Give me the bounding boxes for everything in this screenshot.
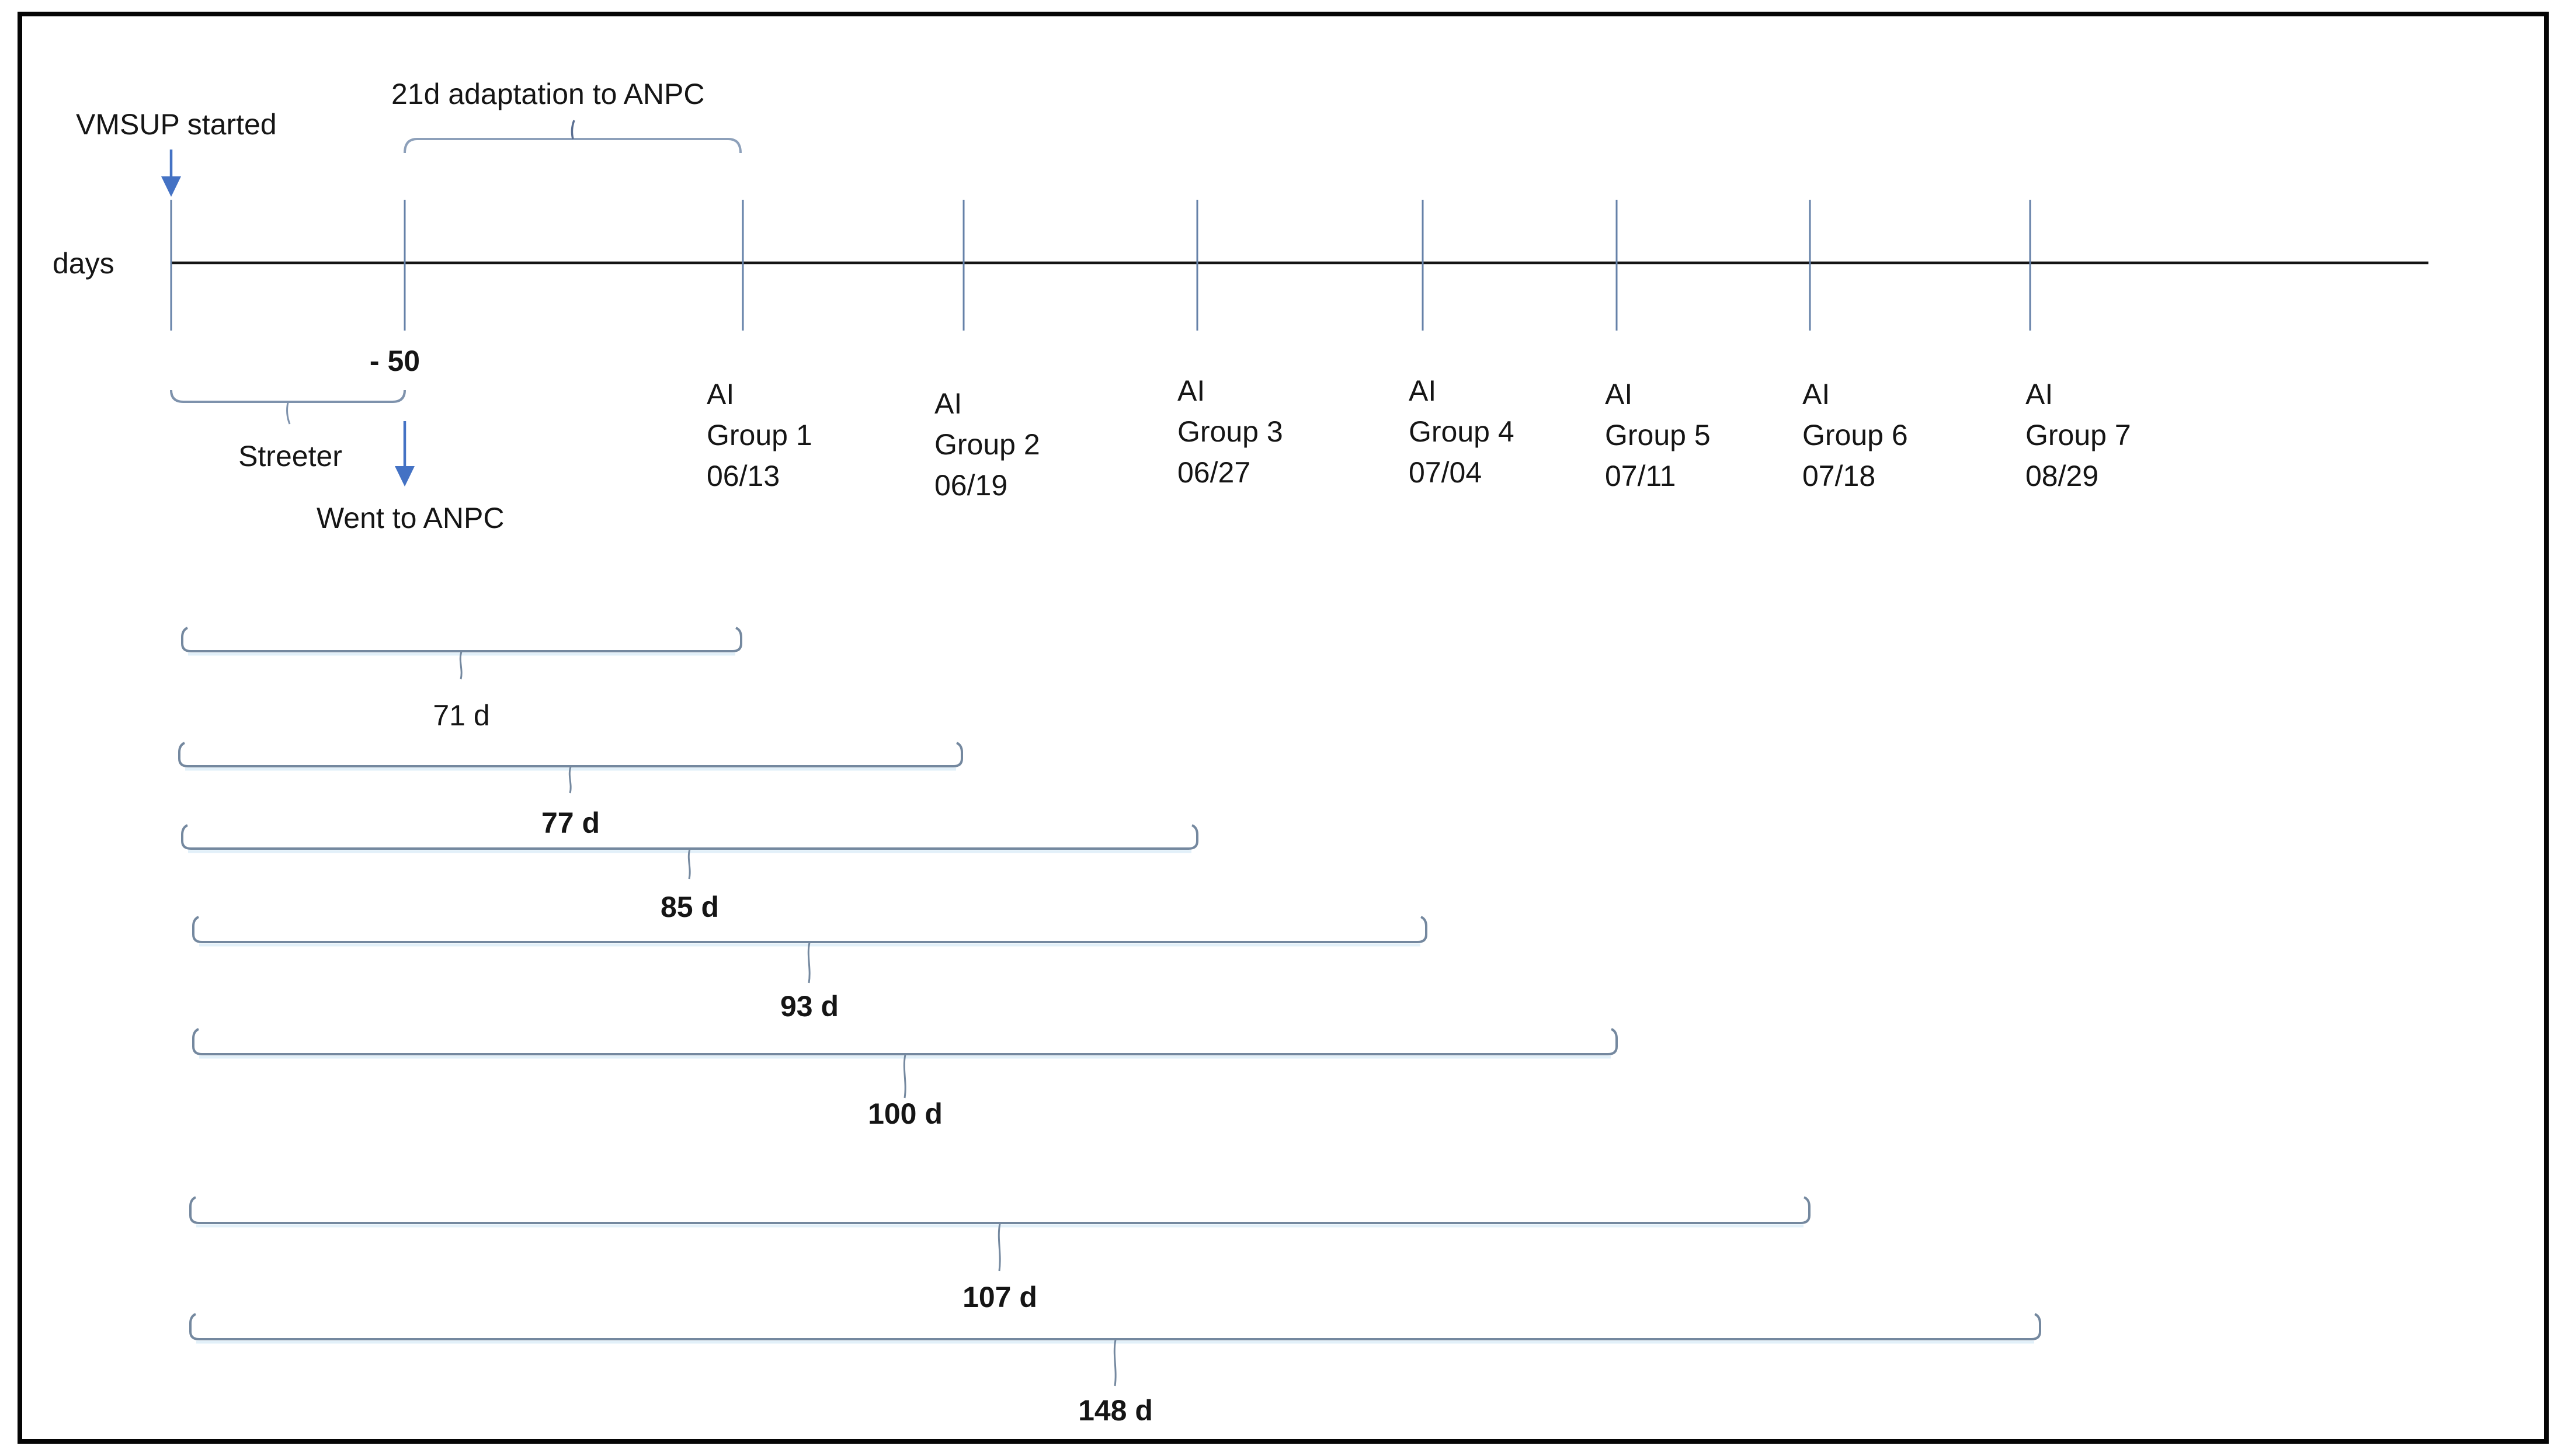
- group-6-line3: 07/18: [1802, 460, 1876, 492]
- group-1-line1: AI: [707, 378, 735, 411]
- adaptation-brace: [404, 120, 742, 154]
- group-label-1: AI Group 1 06/13: [707, 374, 958, 496]
- minus-50-label: - 50: [369, 345, 421, 377]
- group-label-6: AI Group 6 07/18: [1802, 374, 2053, 496]
- duration-braces: [178, 627, 2041, 1386]
- group-3-line2: Group 3: [1177, 415, 1283, 448]
- figure-border: [18, 12, 2549, 1444]
- duration-label-71d: 71 d: [433, 699, 490, 732]
- group-7-line1: AI: [2025, 378, 2053, 411]
- duration-brace-85d: [181, 824, 1198, 880]
- duration-brace-77d: [178, 742, 963, 794]
- streeter-label: Streeter: [238, 440, 342, 472]
- duration-brace-107d: [189, 1196, 1811, 1271]
- duration-label-85d: 85 d: [660, 891, 720, 923]
- group-4-line3: 07/04: [1409, 456, 1482, 489]
- group-label-4: AI Group 4 07/04: [1409, 370, 1660, 493]
- streeter-brace: [170, 390, 406, 425]
- group-3-line3: 06/27: [1177, 456, 1251, 489]
- group-label-3: AI Group 3 06/27: [1177, 370, 1429, 493]
- group-5-line1: AI: [1605, 378, 1633, 411]
- group-1-line3: 06/13: [707, 460, 780, 492]
- group-label-2: AI Group 2 06/19: [934, 383, 1186, 506]
- duration-label-107d: 107 d: [962, 1281, 1037, 1313]
- vmsup-started-label: VMSUP started: [76, 108, 277, 141]
- adaptation-label: 21d adaptation to ANPC: [391, 78, 705, 110]
- duration-brace-93d: [192, 916, 1427, 984]
- group-3-line1: AI: [1177, 374, 1205, 407]
- group-2-line2: Group 2: [934, 428, 1040, 461]
- axis-label-days: days: [53, 247, 114, 280]
- group-4-line2: Group 4: [1409, 415, 1514, 448]
- group-1-line2: Group 1: [707, 419, 812, 451]
- group-7-line2: Group 7: [2025, 419, 2131, 451]
- vmsup-arrow-icon: [161, 150, 181, 197]
- duration-label-148d: 148 d: [1078, 1394, 1153, 1427]
- group-2-line1: AI: [934, 387, 962, 420]
- group-5-line3: 07/11: [1605, 460, 1676, 492]
- duration-label-93d: 93 d: [780, 990, 839, 1023]
- group-7-line3: 08/29: [2025, 460, 2099, 492]
- went-to-anpc-arrow-icon: [395, 421, 415, 487]
- went-to-anpc-label: Went to ANPC: [317, 502, 505, 534]
- group-label-7: AI Group 7 08/29: [2025, 374, 2277, 496]
- duration-label-100d: 100 d: [868, 1097, 943, 1130]
- group-2-line3: 06/19: [934, 469, 1008, 502]
- group-6-line2: Group 6: [1802, 419, 1908, 451]
- duration-brace-71d: [181, 627, 742, 680]
- event-ticks: [170, 200, 2031, 331]
- group-4-line1: AI: [1409, 374, 1437, 407]
- group-label-5: AI Group 5 07/11: [1605, 374, 1856, 496]
- duration-brace-100d: [192, 1028, 1618, 1099]
- group-5-line2: Group 5: [1605, 419, 1711, 451]
- duration-brace-148d: [189, 1313, 2041, 1386]
- duration-label-77d: 77 d: [541, 807, 600, 839]
- group-6-line1: AI: [1802, 378, 1830, 411]
